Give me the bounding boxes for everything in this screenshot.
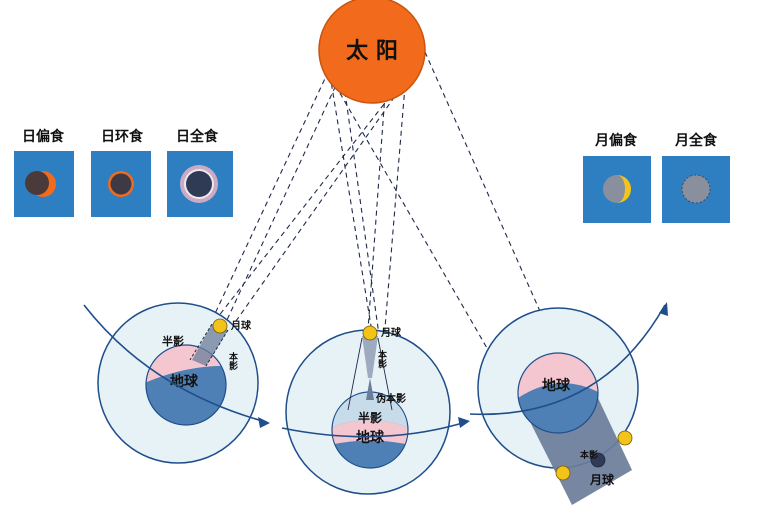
earth-label: 地球 bbox=[170, 373, 199, 390]
umbra-label: 本影 bbox=[227, 351, 238, 371]
diagram-partial-solar-eclipse: 地球 月球 半影 本影 bbox=[97, 302, 259, 464]
annular-solar-eclipse-label: 日环食 bbox=[101, 128, 144, 145]
moon-label: 月球 bbox=[380, 326, 402, 339]
sun-label: 太 阳 bbox=[346, 39, 398, 64]
total-solar-eclipse-label: 日全食 bbox=[176, 128, 219, 145]
solar-eclipse-panels: 日偏食 日环食 日全食 bbox=[14, 128, 233, 217]
total-solar-eclipse-panel bbox=[167, 151, 233, 217]
total-lunar-eclipse-panel bbox=[662, 156, 730, 223]
diagram-lunar-eclipse: 地球 月球 本影 bbox=[477, 307, 639, 505]
partial-solar-eclipse-label: 日偏食 bbox=[22, 128, 65, 145]
orbit-paths bbox=[83, 304, 666, 438]
partial-lunar-eclipse-label: 月偏食 bbox=[594, 132, 638, 149]
sun-rays bbox=[211, 51, 599, 443]
orbit-arrowheads bbox=[258, 302, 668, 428]
penumbra-label: 半影 bbox=[162, 334, 184, 348]
earth-label: 地球 bbox=[542, 377, 571, 394]
umbra-label: 本影 bbox=[580, 449, 598, 461]
annular-solar-eclipse-panel bbox=[91, 151, 151, 217]
partial-solar-eclipse-panel bbox=[14, 151, 74, 217]
penumbra-label: 半影 bbox=[358, 410, 382, 425]
moon-label: 月球 bbox=[230, 319, 252, 332]
diagram-annular-solar-eclipse: 地球 月球 半影 本影 伪本影 bbox=[285, 325, 451, 495]
earth-label: 地球 bbox=[356, 429, 385, 446]
umbra-label: 本影 bbox=[376, 349, 387, 369]
moon-label: 月球 bbox=[589, 472, 615, 487]
total-lunar-eclipse-label: 月全食 bbox=[674, 132, 718, 149]
lunar-eclipse-panels: 月偏食 月全食 bbox=[583, 132, 730, 223]
partial-lunar-eclipse-panel bbox=[583, 156, 651, 223]
antumbra-label: 伪本影 bbox=[375, 392, 406, 405]
sun: 太 阳 bbox=[318, 0, 426, 104]
